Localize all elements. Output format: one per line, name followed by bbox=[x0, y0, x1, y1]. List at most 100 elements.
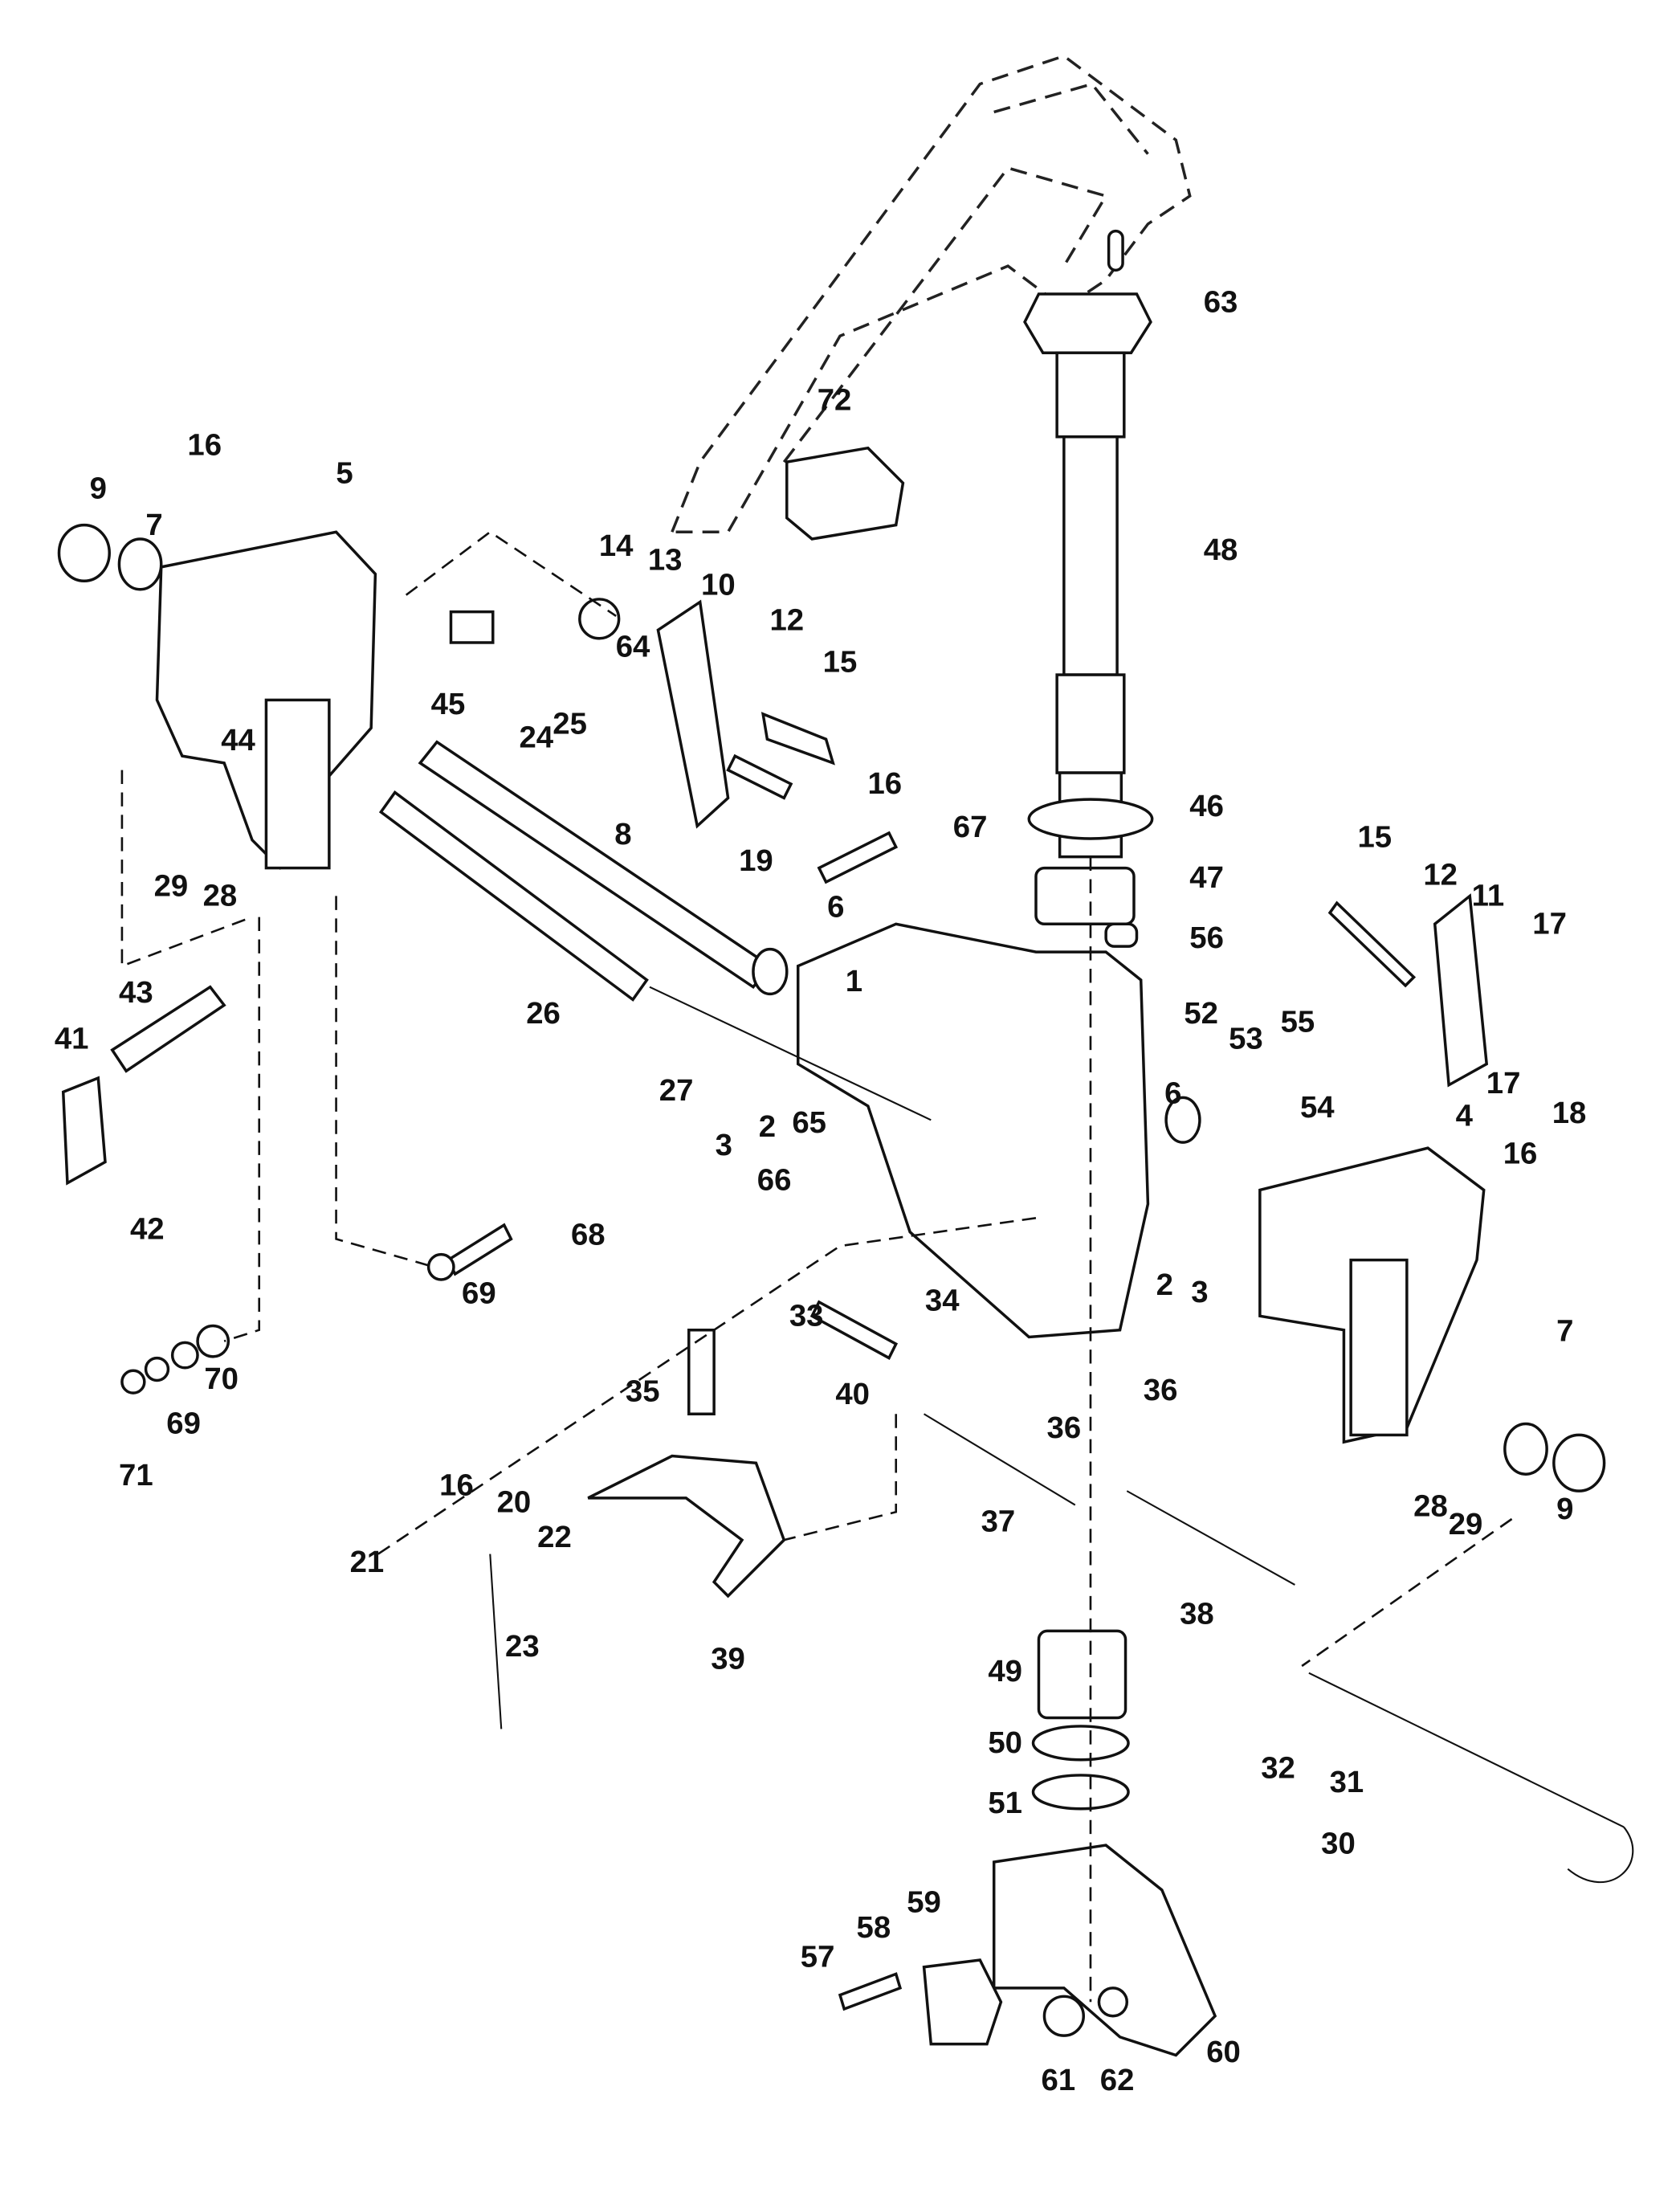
part-35-spring bbox=[687, 1328, 716, 1416]
part-label-29: 29 bbox=[154, 868, 189, 903]
part-48-steering-shaft bbox=[1023, 292, 1152, 859]
part-label-28: 28 bbox=[1413, 1489, 1448, 1524]
part-label-13: 13 bbox=[648, 542, 683, 577]
part-label-52: 52 bbox=[1184, 996, 1218, 1031]
part-label-67: 67 bbox=[953, 810, 988, 844]
part-label-3: 3 bbox=[716, 1128, 732, 1162]
part-7-nut-right bbox=[1503, 1422, 1548, 1476]
part-label-11: 11 bbox=[1472, 879, 1505, 913]
part-72-block bbox=[785, 446, 905, 541]
part-26-tube bbox=[378, 790, 649, 1002]
part-label-57: 57 bbox=[801, 1940, 835, 1974]
part-37-rod bbox=[924, 1413, 1076, 1506]
part-label-66: 66 bbox=[757, 1162, 792, 1197]
part-label-53: 53 bbox=[1229, 1021, 1263, 1056]
part-19-pin bbox=[726, 753, 793, 800]
part-label-46: 46 bbox=[1189, 789, 1224, 823]
part-70-washer bbox=[196, 1324, 230, 1358]
part-label-16: 16 bbox=[1503, 1136, 1538, 1170]
part-10-plate bbox=[656, 599, 730, 829]
part-68-bolt bbox=[446, 1223, 513, 1276]
part-9-knob-right bbox=[1552, 1433, 1606, 1492]
part-63-pin bbox=[1107, 229, 1124, 272]
part-label-12: 12 bbox=[769, 602, 804, 637]
part-label-49: 49 bbox=[988, 1654, 1022, 1688]
part-label-24: 24 bbox=[519, 721, 553, 755]
part-label-10: 10 bbox=[701, 568, 736, 602]
part-label-72: 72 bbox=[818, 383, 852, 418]
part-label-9: 9 bbox=[90, 471, 107, 505]
part-label-71: 71 bbox=[119, 1458, 153, 1492]
part-59-clamp bbox=[922, 1958, 1003, 2046]
part-47-bushing bbox=[1034, 866, 1136, 926]
part-label-69: 69 bbox=[166, 1407, 201, 1441]
part-4-clamp-bracket-right bbox=[1258, 1146, 1486, 1444]
part-label-29: 29 bbox=[1449, 1507, 1483, 1541]
part-15-bolt-b bbox=[1327, 900, 1417, 988]
part-label-47: 47 bbox=[1189, 860, 1224, 895]
part-label-58: 58 bbox=[857, 1910, 891, 1945]
part-label-50: 50 bbox=[988, 1725, 1022, 1760]
part-label-55: 55 bbox=[1281, 1004, 1315, 1039]
part-label-43: 43 bbox=[119, 975, 153, 1010]
part-label-61: 61 bbox=[1042, 2063, 1076, 2097]
part-label-56: 56 bbox=[1189, 921, 1224, 955]
part-46-seal bbox=[1027, 798, 1154, 840]
part-69-washer bbox=[426, 1252, 455, 1281]
part-6-washer-a bbox=[752, 947, 789, 996]
part-71-nut-a bbox=[144, 1356, 170, 1382]
part-label-7: 7 bbox=[1556, 1314, 1573, 1349]
part-label-26: 26 bbox=[526, 996, 561, 1031]
part-label-18: 18 bbox=[1552, 1096, 1587, 1130]
part-label-22: 22 bbox=[537, 1520, 572, 1554]
part-label-12: 12 bbox=[1423, 857, 1458, 892]
part-14-ring bbox=[578, 598, 621, 640]
part-11-plate bbox=[1433, 893, 1489, 1088]
part-label-36: 36 bbox=[1047, 1411, 1082, 1445]
part-label-64: 64 bbox=[616, 629, 650, 664]
part-61-cap bbox=[1042, 1995, 1085, 2037]
part-41-plate bbox=[61, 1076, 107, 1186]
part-67-spring bbox=[817, 831, 899, 884]
part-label-4: 4 bbox=[1456, 1098, 1474, 1133]
part-label-69: 69 bbox=[462, 1276, 496, 1311]
part-30-hook bbox=[1567, 1826, 1634, 1884]
part-51-ring bbox=[1031, 1774, 1130, 1811]
part-label-16: 16 bbox=[187, 427, 222, 462]
part-label-31: 31 bbox=[1330, 1765, 1364, 1799]
part-49-bushing bbox=[1037, 1629, 1127, 1720]
part-label-9: 9 bbox=[1556, 1492, 1573, 1526]
part-50-seal bbox=[1031, 1725, 1130, 1762]
part-39-lever bbox=[587, 1454, 786, 1599]
part-label-63: 63 bbox=[1204, 285, 1238, 320]
part-label-2: 2 bbox=[1156, 1268, 1173, 1302]
part-label-15: 15 bbox=[823, 645, 858, 680]
part-label-5: 5 bbox=[336, 455, 353, 490]
part-7-nut-left bbox=[117, 537, 163, 591]
part-5-clamp-bracket-left bbox=[155, 530, 377, 870]
part-label-54: 54 bbox=[1300, 1090, 1335, 1125]
part-label-3: 3 bbox=[1191, 1275, 1208, 1309]
tiller-outline bbox=[670, 54, 1192, 534]
part-label-30: 30 bbox=[1321, 1827, 1356, 1861]
part-label-38: 38 bbox=[1180, 1597, 1214, 1631]
part-label-51: 51 bbox=[988, 1786, 1022, 1820]
part-label-45: 45 bbox=[431, 687, 466, 721]
part-label-28: 28 bbox=[203, 879, 238, 913]
part-56-key bbox=[1104, 922, 1139, 948]
part-label-14: 14 bbox=[599, 529, 634, 563]
part-label-17: 17 bbox=[1532, 906, 1567, 941]
part-label-37: 37 bbox=[981, 1505, 1016, 1539]
part-38-rod bbox=[1126, 1490, 1295, 1586]
part-15-bolt-a bbox=[760, 712, 835, 766]
part-label-6: 6 bbox=[1164, 1076, 1181, 1110]
part-label-16: 16 bbox=[867, 766, 902, 801]
part-label-7: 7 bbox=[145, 508, 162, 542]
part-62-washer bbox=[1097, 1987, 1129, 2018]
part-label-25: 25 bbox=[553, 706, 587, 741]
part-60-bracket bbox=[992, 1844, 1217, 2057]
part-27-rod bbox=[649, 986, 932, 1121]
part-label-62: 62 bbox=[1100, 2063, 1135, 2097]
part-label-68: 68 bbox=[571, 1217, 606, 1252]
